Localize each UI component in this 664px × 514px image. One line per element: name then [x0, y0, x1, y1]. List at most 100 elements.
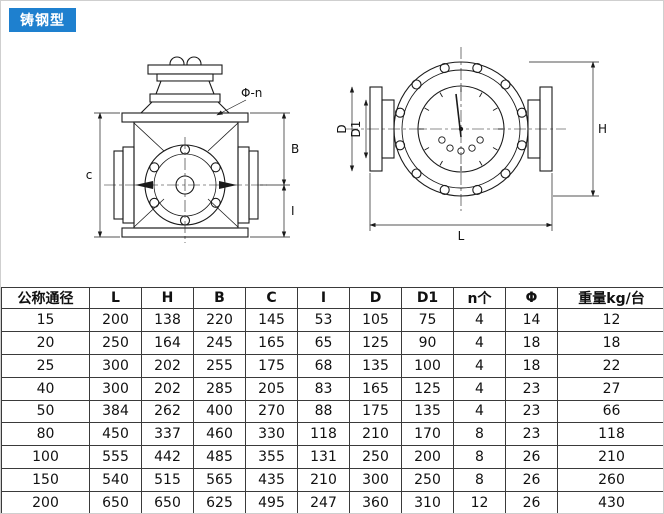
- table-cell: 330: [245, 422, 298, 447]
- table-cell: 100: [401, 353, 454, 378]
- technical-drawings: Φ-n c B I: [86, 47, 607, 243]
- table-cell: 200: [401, 445, 454, 470]
- table-cell: 255: [193, 353, 246, 378]
- bolt-hole-icon: [149, 197, 160, 208]
- table-cell: 53: [297, 308, 350, 332]
- table-cell: 26: [505, 468, 558, 492]
- table-cell: 4: [453, 399, 506, 424]
- dim-label-d1: D1: [349, 121, 363, 138]
- column-header: L: [89, 287, 142, 309]
- table-cell: 210: [557, 445, 663, 470]
- table-cell: 40: [1, 376, 90, 401]
- table-cell: 495: [245, 491, 298, 513]
- table-cell: 118: [297, 422, 350, 447]
- counter-base: [156, 73, 214, 82]
- table-cell: 650: [141, 491, 194, 513]
- table-cell: 442: [141, 445, 194, 470]
- dim-label-i: I: [291, 204, 295, 218]
- bolt-hole-icon: [210, 197, 221, 208]
- front-view-drawing: [346, 47, 566, 211]
- table-cell: 105: [349, 308, 402, 332]
- type-badge: 铸钢型: [9, 8, 76, 32]
- table-cell: 18: [505, 353, 558, 378]
- bolt-icon: [439, 184, 450, 195]
- dim-label-h: H: [598, 122, 607, 136]
- table-cell: 12: [557, 308, 663, 332]
- table-cell: 23: [505, 399, 558, 424]
- column-header: H: [141, 287, 194, 309]
- dim-label-phi-n: Φ-n: [241, 86, 262, 100]
- table-cell: 515: [141, 468, 194, 492]
- table-cell: 450: [89, 422, 142, 447]
- table-cell: 165: [245, 330, 298, 355]
- table-cell: 400: [193, 399, 246, 424]
- table-cell: 18: [505, 330, 558, 355]
- table-cell: 4: [453, 330, 506, 355]
- bolt-icon: [439, 63, 450, 74]
- table-cell: 150: [1, 468, 90, 492]
- table-cell: 165: [349, 376, 402, 401]
- table-cell: 23: [505, 376, 558, 401]
- table-cell: 4: [453, 353, 506, 378]
- table-cell: 202: [141, 353, 194, 378]
- bolt-icon: [500, 168, 511, 179]
- column-header: D1: [401, 287, 454, 309]
- table-cell: 384: [89, 399, 142, 424]
- column-header: n个: [453, 287, 506, 309]
- table-cell: 14: [505, 308, 558, 332]
- table-cell: 26: [505, 491, 558, 513]
- table-cell: 8: [453, 445, 506, 470]
- bolt-icon: [516, 140, 527, 151]
- table-cell: 125: [349, 330, 402, 355]
- table-cell: 250: [89, 330, 142, 355]
- table-cell: 125: [401, 376, 454, 401]
- bolt-icon: [395, 140, 406, 151]
- table-cell: 245: [193, 330, 246, 355]
- column-header: I: [297, 287, 350, 309]
- side-view-drawing: [104, 56, 267, 243]
- table-cell: 66: [557, 399, 663, 424]
- table-cell: 90: [401, 330, 454, 355]
- bolt-icon: [411, 79, 422, 90]
- table-cell: 210: [297, 468, 350, 492]
- table-cell: 430: [557, 491, 663, 513]
- table-cell: 20: [1, 330, 90, 355]
- table-cell: 26: [505, 445, 558, 470]
- table-cell: 435: [245, 468, 298, 492]
- table-cell: 485: [193, 445, 246, 470]
- table-cell: 300: [89, 353, 142, 378]
- table-cell: 285: [193, 376, 246, 401]
- table-cell: 360: [349, 491, 402, 513]
- sub-dial-icon: [476, 136, 484, 144]
- table-cell: 460: [193, 422, 246, 447]
- table-cell: 250: [349, 445, 402, 470]
- column-header: 公称通径: [1, 287, 90, 309]
- table-cell: 355: [245, 445, 298, 470]
- bolt-icon: [516, 107, 527, 118]
- table-cell: 135: [401, 399, 454, 424]
- bolt-hole-icon: [149, 162, 160, 173]
- table-cell: 68: [297, 353, 350, 378]
- bolt-hole-icon: [210, 162, 221, 173]
- sub-dial-icon: [446, 144, 454, 152]
- table-cell: 8: [453, 422, 506, 447]
- dim-label-d: D: [335, 124, 349, 133]
- table-cell: 300: [89, 376, 142, 401]
- front-view-dimensions: [349, 61, 599, 231]
- casting-rib: [219, 181, 237, 189]
- counter-housing: [147, 64, 223, 75]
- table-cell: 4: [453, 376, 506, 401]
- table-cell: 100: [1, 445, 90, 470]
- table-cell: 23: [505, 422, 558, 447]
- table-cell: 650: [89, 491, 142, 513]
- bolt-icon: [472, 63, 483, 74]
- table-cell: 170: [401, 422, 454, 447]
- table-cell: 220: [193, 308, 246, 332]
